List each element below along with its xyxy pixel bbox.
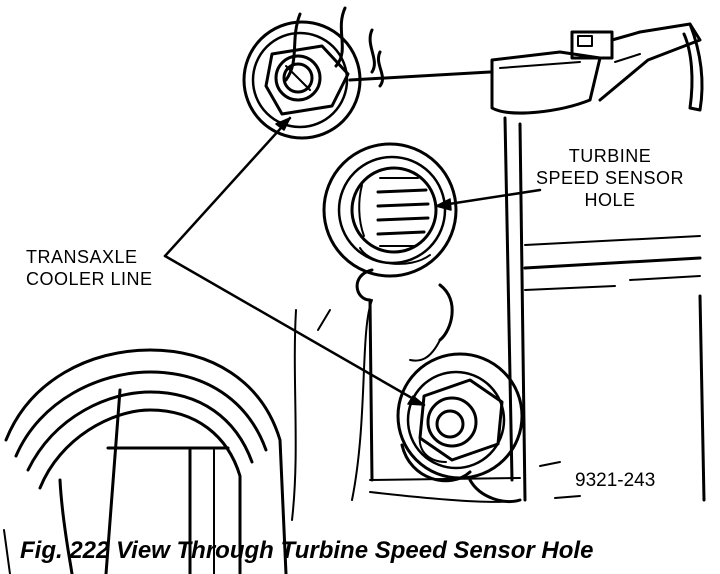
turbine-speed-sensor-hole — [322, 142, 458, 278]
label-line: SPEED SENSOR — [535, 168, 685, 188]
arrowhead-lower-fitting — [407, 395, 425, 406]
label-line: TRANSAXLE — [26, 247, 138, 267]
label-line: COOLER LINE — [26, 269, 153, 289]
torque-converter-housing — [3, 348, 288, 574]
leader-line-upper-fitting — [163, 116, 292, 258]
transaxle-case-outline — [284, 6, 706, 521]
upper-cooler-line-fitting — [242, 20, 362, 140]
part-number-marks — [539, 461, 581, 499]
arrowhead-upper-fitting — [275, 117, 291, 131]
figure-caption: Fig. 222 View Through Turbine Speed Sens… — [20, 537, 594, 564]
leader-line-sensor-hole — [434, 188, 542, 208]
arrowhead-sensor-hole — [435, 198, 452, 211]
label-line: TURBINE — [568, 146, 652, 166]
leader-line-lower-fitting — [163, 254, 426, 407]
turbine-speed-sensor-hole-label: TURBINE SPEED SENSOR HOLE — [520, 145, 700, 211]
label-line: HOLE — [584, 190, 636, 210]
part-number: 9321-243 — [575, 470, 656, 491]
transaxle-cooler-line-label: TRANSAXLE COOLER LINE — [26, 246, 153, 290]
leader-lines — [163, 116, 542, 407]
lower-cooler-line-fitting — [396, 352, 524, 480]
sensor-connector — [490, 22, 704, 115]
